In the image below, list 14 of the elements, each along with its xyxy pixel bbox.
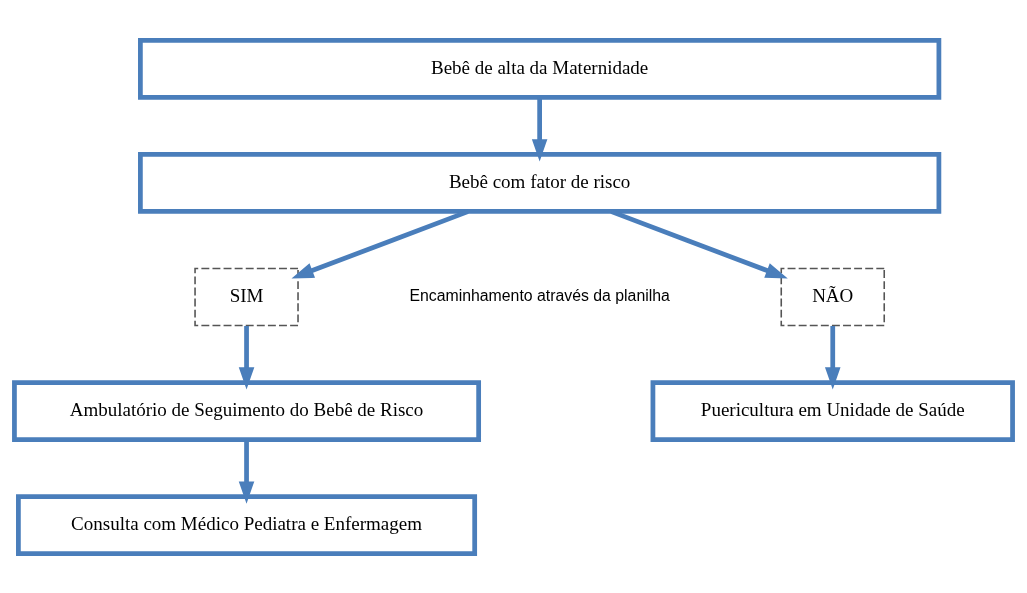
node-box: SIM — [194, 267, 299, 326]
node-box: Ambulatório de Seguimento do Bebê de Risco — [12, 379, 481, 442]
node-box: Bebê com fator de risco — [138, 151, 942, 214]
label: Encaminhamento através da planilha — [409, 286, 670, 304]
arrow — [291, 208, 469, 278]
node-box: Bebê de alta da Maternidade — [138, 37, 942, 100]
node-box: Consulta com Médico Pediatra e Enfermagem — [16, 493, 478, 556]
node-box: Puericultura em Unidade de Saúde — [650, 379, 1015, 442]
arrow — [238, 439, 255, 504]
arrow — [610, 208, 788, 278]
arrow — [531, 97, 548, 161]
arrow — [238, 325, 255, 390]
arrow — [824, 325, 841, 390]
node-box: NÃO — [780, 267, 885, 326]
